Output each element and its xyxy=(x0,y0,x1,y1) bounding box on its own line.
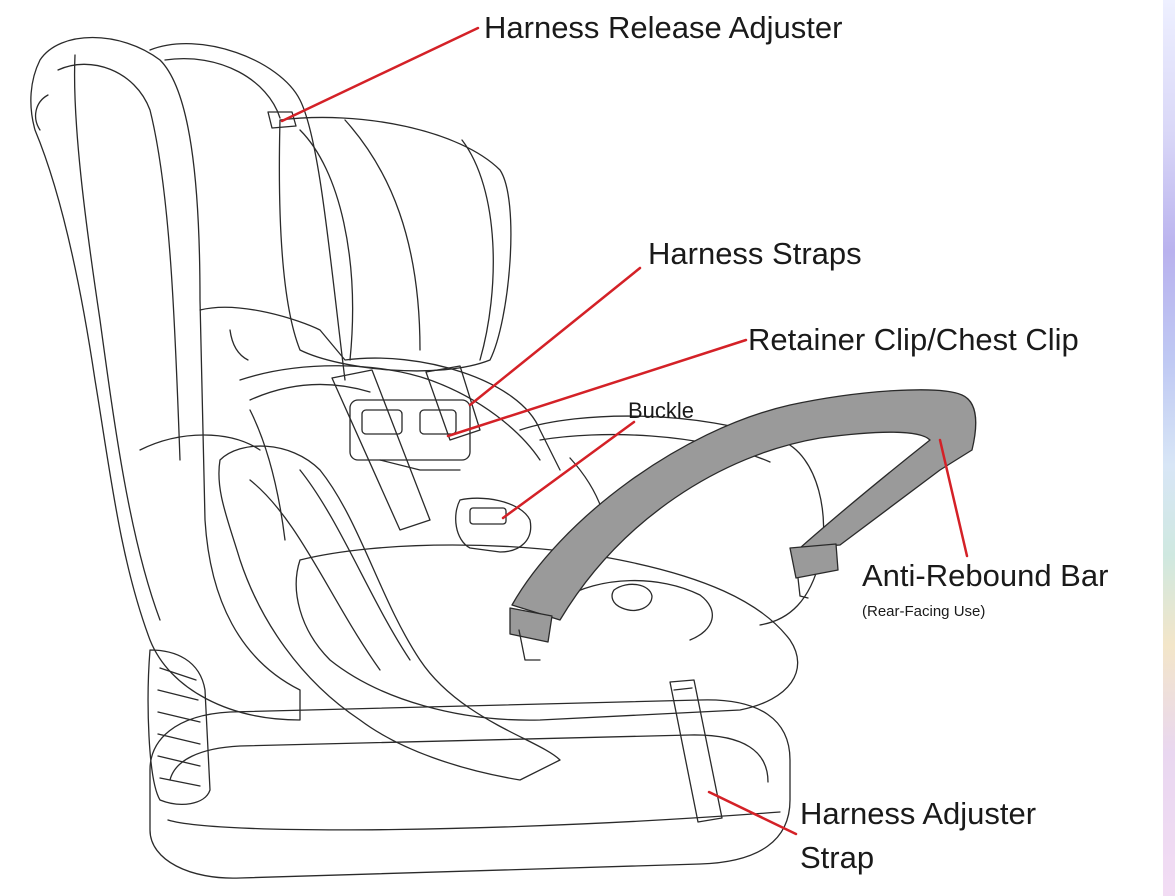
label-harness-adjuster-strap-line2: Strap xyxy=(800,842,874,873)
label-harness-release-adjuster: Harness Release Adjuster xyxy=(484,12,842,43)
label-harness-adjuster-strap-line1: Harness Adjuster xyxy=(800,798,1036,829)
leader-harness-straps xyxy=(470,268,640,405)
leader-harness-release-adjuster xyxy=(282,28,478,121)
label-anti-rebound-note: (Rear-Facing Use) xyxy=(862,604,985,619)
label-harness-straps: Harness Straps xyxy=(648,238,862,269)
adjuster-strap xyxy=(670,680,722,822)
seat-base xyxy=(150,700,790,878)
left-side-wing xyxy=(219,446,560,780)
label-retainer-clip: Retainer Clip/Chest Clip xyxy=(748,324,1079,355)
window-edge-strip xyxy=(1163,0,1175,896)
label-buckle: Buckle xyxy=(628,400,694,422)
chest-clip xyxy=(350,400,470,460)
label-anti-rebound-bar: Anti-Rebound Bar xyxy=(862,560,1108,591)
headrest-pad xyxy=(279,117,511,370)
leader-harness-adjuster-strap xyxy=(709,792,796,834)
seat-back-shell xyxy=(31,38,300,721)
back-cushion xyxy=(240,366,540,460)
harness-strap-left xyxy=(332,370,430,530)
shoulder-wing xyxy=(200,307,560,470)
